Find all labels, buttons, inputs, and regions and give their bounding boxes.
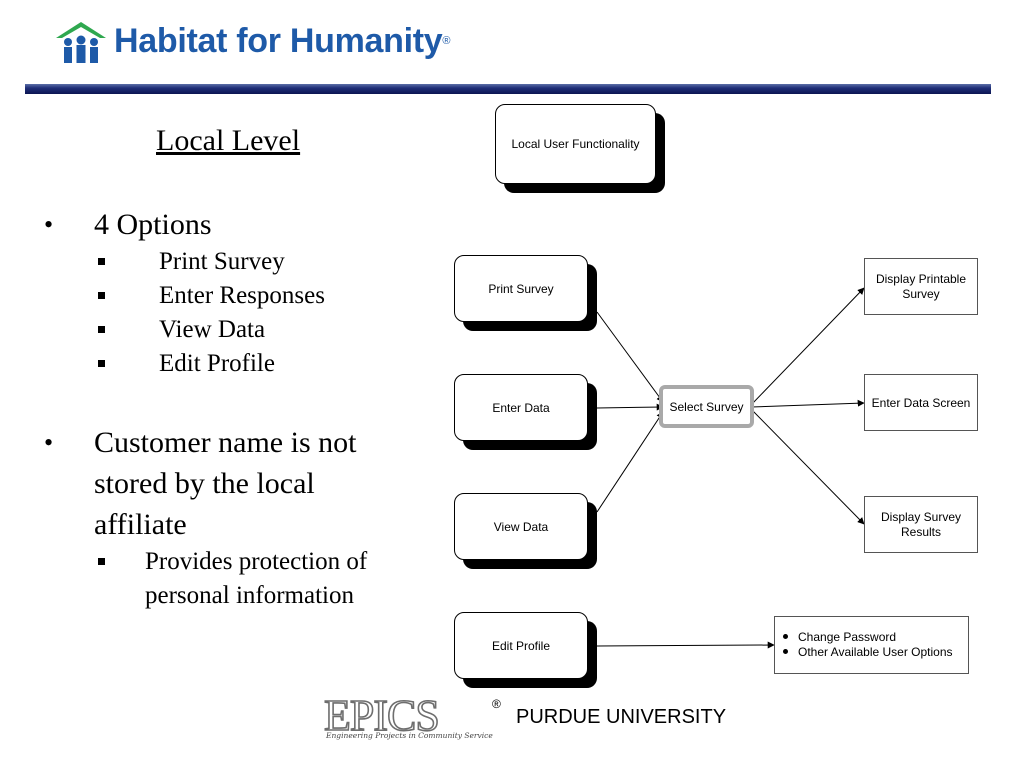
square-bullet	[98, 360, 105, 367]
local-user-functionality-box: Local User Functionality	[495, 104, 656, 184]
bullet-customer-line-2: stored by the local	[94, 467, 315, 500]
square-bullet	[98, 292, 105, 299]
square-bullet	[98, 558, 105, 565]
habitat-logo: Habitat for Humanity ®	[52, 16, 450, 66]
connector-print-to-select	[596, 311, 664, 403]
connector-select-to-enter-screen	[750, 399, 865, 408]
display-printable-line-1: Display Printable	[875, 271, 967, 286]
sub-bullet-enter-responses: Enter Responses	[159, 282, 325, 309]
list-item: Change Password	[783, 629, 962, 644]
connector-view-to-select	[596, 411, 664, 513]
epics-logo-graphic: EPICS Engineering Projects in Community …	[323, 690, 501, 741]
edit-profile-box: Edit Profile	[454, 612, 588, 679]
view-data-box: View Data	[454, 493, 588, 560]
display-survey-results-box: Display Survey Results	[864, 496, 978, 553]
header-divider-bar	[25, 84, 991, 94]
display-printable-survey-box: Display Printable Survey	[864, 258, 978, 315]
sub-bullet-protection-line-2: personal information	[145, 582, 354, 609]
svg-text:®: ®	[492, 697, 501, 711]
svg-text:EPICS: EPICS	[324, 696, 439, 740]
epics-logo: EPICS Engineering Projects in Community …	[323, 690, 504, 747]
connector-enter-to-select	[596, 403, 664, 411]
purdue-university-label: PURDUE UNIVERSITY	[516, 706, 727, 728]
bullet-dot	[783, 634, 788, 639]
display-printable-line-2: Survey	[902, 286, 940, 301]
bullet-options: 4 Options	[94, 208, 212, 241]
square-bullet	[98, 326, 105, 333]
connector-select-to-results	[750, 408, 865, 525]
connector-profile-to-options	[596, 641, 775, 649]
change-password-option: Change Password	[798, 629, 897, 644]
sub-bullet-edit-profile: Edit Profile	[159, 350, 275, 377]
bullet-dot: •	[44, 428, 54, 457]
habitat-house-icon	[56, 22, 106, 63]
sub-bullet-view-data: View Data	[159, 316, 266, 343]
select-survey-box: Select Survey	[659, 385, 754, 428]
sub-bullet-print-survey: Print Survey	[159, 248, 285, 275]
sub-bullet-protection-line-1: Provides protection of	[145, 548, 368, 575]
bullet-dot: •	[44, 210, 54, 239]
slide-title: Local Level	[156, 124, 301, 157]
enter-data-box: Enter Data	[454, 374, 588, 441]
other-options-option: Other Available User Options	[798, 644, 953, 659]
svg-text:Engineering Projects in Commun: Engineering Projects in Community Servic…	[325, 731, 493, 740]
enter-data-screen-box: Enter Data Screen	[864, 374, 978, 431]
connector-select-to-printable	[750, 287, 865, 406]
bullet-customer-line-3: affiliate	[94, 508, 187, 541]
square-bullet	[98, 258, 105, 265]
display-results-line-2: Results	[900, 524, 941, 539]
print-survey-box: Print Survey	[454, 255, 588, 322]
profile-options-box: Change Password Other Available User Opt…	[774, 616, 969, 674]
display-results-line-1: Display Survey	[880, 509, 962, 524]
bullet-customer-line-1: Customer name is not	[94, 426, 357, 459]
bullet-dot	[783, 649, 788, 654]
registered-mark: ®	[442, 35, 451, 47]
list-item: Other Available User Options	[783, 644, 962, 659]
habitat-logo-text: Habitat for Humanity	[114, 22, 443, 60]
